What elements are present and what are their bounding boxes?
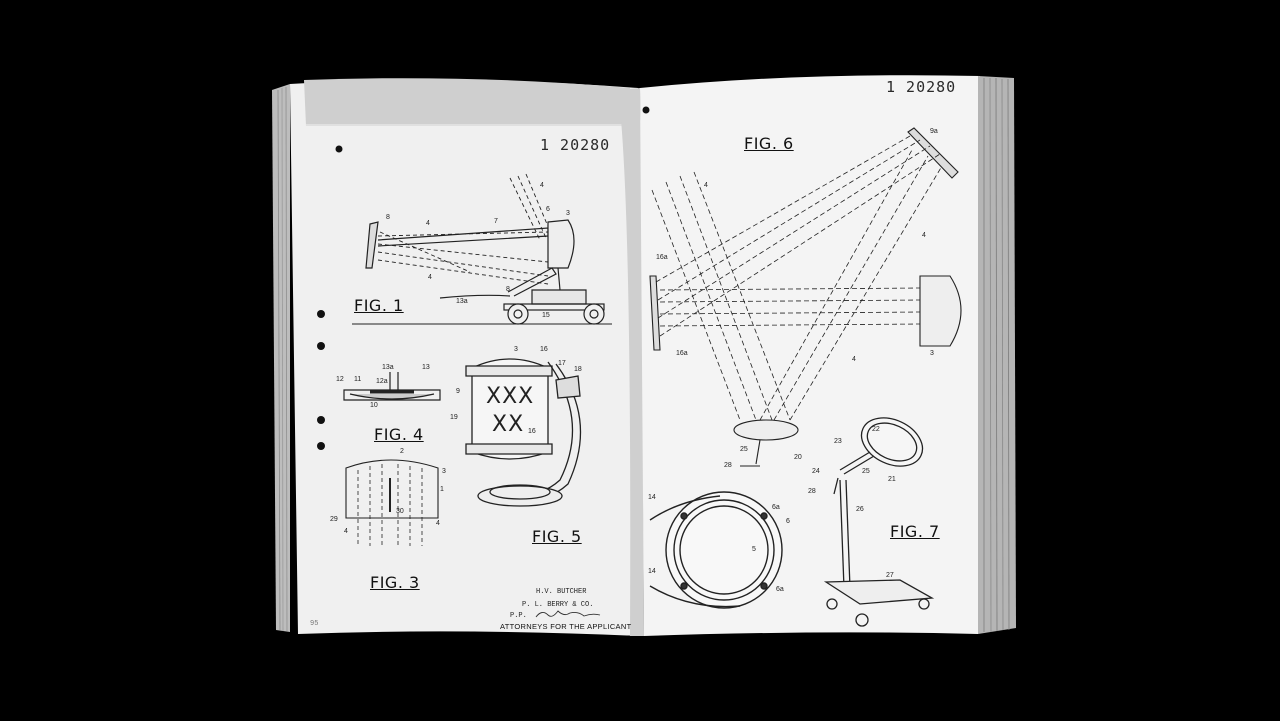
ref-25: 25: [740, 446, 748, 453]
ref-29: 29: [330, 516, 338, 523]
right-page-edges: [978, 76, 1016, 634]
ref-13a: 13a: [456, 298, 468, 305]
ref-18: 18: [574, 366, 582, 373]
fig6-label: FIG. 6: [744, 134, 794, 153]
ref-12a: 12a: [376, 378, 388, 385]
page-mark: 95: [310, 620, 319, 628]
fig5-drawing: [465, 358, 582, 507]
ref-4-fig6b: 4: [922, 232, 926, 239]
fig1-label: FIG. 1: [354, 296, 404, 315]
ref-22: 22: [872, 426, 880, 433]
ref-23: 23: [834, 438, 842, 445]
ref-16b: 16: [528, 428, 536, 435]
fig7-label: FIG. 7: [890, 522, 940, 541]
attorneys-line: ATTORNEYS FOR THE APPLICANT: [500, 622, 632, 631]
fig3-label: FIG. 3: [370, 573, 420, 592]
ref-3-fig6: 3: [930, 350, 934, 357]
ref-10: 10: [370, 402, 378, 409]
ref-4b: 4: [540, 182, 544, 189]
ref-25-fig7: 25: [862, 468, 870, 475]
fig7-drawing: [823, 417, 935, 627]
ref-24: 24: [812, 468, 820, 475]
ref-14: 14: [648, 494, 656, 501]
ref-20: 20: [794, 454, 802, 461]
ref-6-porthole: 6: [786, 518, 790, 525]
ref-3-fig3: 3: [442, 468, 446, 475]
fig5-marking-top: XXX: [486, 384, 535, 409]
ref-6: 6: [546, 206, 550, 213]
porthole-drawing: [649, 491, 783, 609]
ref-4: 4: [426, 220, 430, 227]
fig4-drawing: [343, 372, 441, 401]
ref-28-fig7: 28: [808, 488, 816, 495]
firm-name: P. L. BERRY & CO.: [522, 601, 594, 609]
ref-6a-b: 6a: [776, 586, 784, 593]
ref-9a: 9a: [930, 128, 938, 135]
ref-4-fig6: 4: [704, 182, 708, 189]
ref-14b: 14: [648, 568, 656, 575]
ref-9: 9: [456, 388, 460, 395]
ref-17: 17: [558, 360, 566, 367]
left-patent-number: 1 20280: [540, 136, 611, 154]
ref-30: 30: [396, 508, 404, 515]
left-page: [290, 79, 640, 637]
ref-19: 19: [450, 414, 458, 421]
left-page-edges: [272, 84, 290, 632]
ref-3-fig5: 3: [514, 346, 518, 353]
ref-28: 28: [724, 462, 732, 469]
ref-6a: 6a: [772, 504, 780, 511]
punch-holes: [317, 106, 650, 450]
left-page-fold: [304, 78, 630, 126]
ref-13: 13: [422, 364, 430, 371]
ref-12: 12: [336, 376, 344, 383]
fig3-drawing: [345, 459, 440, 546]
ref-16a-b: 16a: [676, 350, 688, 357]
ref-26: 26: [856, 506, 864, 513]
ref-4-fig3b: 4: [436, 520, 440, 527]
signature: [535, 610, 601, 618]
ref-27: 27: [886, 572, 894, 579]
ref-13a-fig4: 13a: [382, 364, 394, 371]
fig5-label: FIG. 5: [532, 527, 582, 546]
ref-16a: 16a: [656, 254, 668, 261]
fig5-marking-bottom: XX: [492, 412, 525, 437]
inventor-name: H.V. BUTCHER: [536, 588, 587, 596]
ref-2: 2: [400, 448, 404, 455]
fig4-label: FIG. 4: [374, 425, 424, 444]
ref-16: 16: [540, 346, 548, 353]
fig1-drawing: [352, 173, 612, 325]
pp-mark: P.P.: [510, 612, 527, 620]
fig6-drawing: [649, 127, 962, 467]
ref-4-fig3: 4: [344, 528, 348, 535]
ref-15: 15: [542, 312, 550, 319]
ref-4c: 4: [428, 274, 432, 281]
ref-4-fig6c: 4: [852, 356, 856, 363]
ref-8: 8: [386, 214, 390, 221]
right-patent-number: 1 20280: [886, 78, 957, 96]
ref-5: 5: [752, 546, 756, 553]
ref-11: 11: [354, 376, 362, 383]
ref-3: 3: [566, 210, 570, 217]
ref-8b: 8: [506, 286, 510, 293]
ref-1: 1: [440, 486, 444, 493]
ref-7: 7: [494, 218, 498, 225]
ref-21: 21: [888, 476, 896, 483]
